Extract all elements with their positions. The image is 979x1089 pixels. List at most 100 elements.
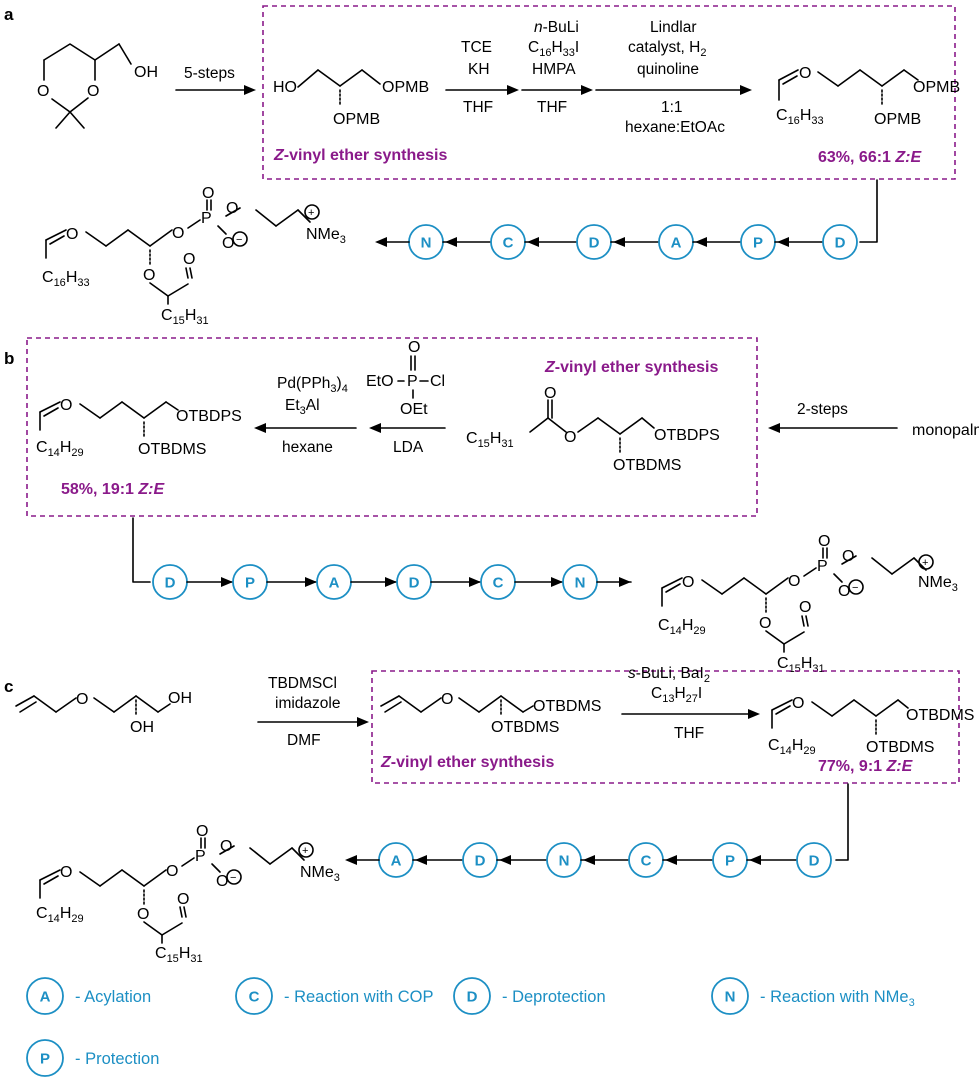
molecule-vinyl-ether-c: O OTBDMS OTBDMS C14H29 (768, 695, 974, 757)
molecule-product-b: O O O O P O O O − NMe3 + C14H29 C15H31 (658, 533, 958, 675)
atom-p: P (407, 373, 418, 390)
condition-catalyst-h2: catalyst, H2 (628, 39, 706, 59)
condition-hexane-etoac: hexane:EtOAc (625, 119, 725, 136)
arrow-head (749, 855, 761, 865)
minus-sign: − (230, 872, 236, 884)
step-node-letter: A (671, 235, 682, 252)
arrow-head (583, 855, 595, 865)
arrow-head (619, 577, 631, 587)
arrow-head (613, 237, 625, 247)
atom-o: O (37, 83, 49, 100)
arrow-head (375, 237, 387, 247)
atom-o: O (788, 573, 800, 590)
atom-o: O (544, 385, 556, 402)
legend-node-letter: D (467, 989, 478, 1006)
atom-otbdms: OTBDMS (533, 698, 601, 715)
reagent-chlorophosphate: O P EtO Cl OEt (366, 339, 445, 418)
step-node-letter: D (835, 235, 846, 252)
arrow-head (357, 717, 369, 727)
molecule-allyl-tbdms: O OTBDMS OTBDMS (380, 691, 601, 736)
atom-otbdms: OTBDMS (866, 739, 934, 756)
legend-node-p (26, 1039, 64, 1077)
atom-nme3: NMe3 (306, 226, 346, 246)
step-node-letter: C (503, 235, 514, 252)
atom-o: O (60, 397, 72, 414)
atom-o: O (799, 65, 811, 82)
atom-o: O (177, 891, 189, 908)
molecule-vinyl-ether-b: O OTBDPS OTBDMS C14H29 (36, 397, 242, 459)
arrow-head (254, 423, 266, 433)
legend-node-n (711, 977, 749, 1015)
arrow-head (385, 577, 397, 587)
arrow-head (777, 237, 789, 247)
atom-p: P (195, 848, 206, 865)
start-monopalmitin: monopalmitin (912, 422, 979, 439)
atom-o: O (441, 691, 453, 708)
step-node-letter: P (725, 853, 735, 870)
molecule-allyl-glycerol: O OH OH (15, 690, 192, 736)
legend-node-letter: A (40, 989, 51, 1006)
arrow-head (581, 85, 593, 95)
atom-oh: OH (168, 690, 192, 707)
legend-label: - Deprotection (502, 988, 606, 1006)
charge-minus (232, 231, 248, 247)
arrow-head (305, 577, 317, 587)
atom-o: O (60, 864, 72, 881)
step-node-letter: D (475, 853, 486, 870)
arrow-head (695, 237, 707, 247)
condition-tce: TCE (461, 39, 492, 56)
step-node-letter: N (559, 853, 570, 870)
atom-o: O (66, 226, 78, 243)
atom-nme3: NMe3 (918, 574, 958, 594)
atom-o: O (838, 583, 850, 600)
z-vinyl-ether-box-b (26, 337, 758, 517)
step-label-2-steps: 2-steps (797, 401, 848, 418)
chain-c14h29: C14H29 (768, 737, 816, 757)
condition-dmf: DMF (287, 732, 321, 749)
charge-minus (848, 579, 864, 595)
step-node-d (822, 224, 858, 260)
legend-node-d (453, 977, 491, 1015)
step-node-d (796, 842, 832, 878)
legend-node-c (235, 977, 273, 1015)
box-title-b: Z-vinyl ether synthesis (544, 359, 719, 376)
atom-ho: HO (273, 79, 297, 96)
atom-o: O (172, 225, 184, 242)
atom-otbdps: OTBDPS (176, 408, 242, 425)
yield-a: 63%, 66:1 Z:E (818, 149, 922, 166)
step-node-letter: C (641, 853, 652, 870)
legend-label: - Reaction with NMe3 (760, 988, 915, 1009)
atom-opmb: OPMB (874, 111, 921, 128)
condition-ratio: 1:1 (661, 99, 683, 116)
charge-plus (304, 204, 320, 220)
chain-c16h33: C16H33 (776, 107, 824, 127)
step-node-letter: N (421, 235, 432, 252)
panel-label-a: a (4, 5, 14, 24)
condition-thf: THF (463, 99, 493, 116)
arrow-head (665, 855, 677, 865)
step-node-letter: C (493, 575, 504, 592)
arrow-head (499, 855, 511, 865)
step-node-letter: D (165, 575, 176, 592)
legend-label: - Reaction with COP (284, 988, 433, 1006)
step-node-letter: A (391, 853, 402, 870)
atom-opmb: OPMB (382, 79, 429, 96)
panel-label-c: c (4, 677, 13, 696)
atom-otbdms: OTBDMS (138, 441, 206, 458)
atom-o: O (408, 339, 420, 356)
atom-otbdms: OTBDMS (906, 707, 974, 724)
arrow-head (527, 237, 539, 247)
condition-quinoline: quinoline (637, 61, 699, 78)
panel-label-b: b (4, 349, 14, 368)
minus-sign: − (236, 234, 242, 246)
condition-et3al: Et3Al (285, 397, 320, 417)
condition-lda: LDA (393, 439, 424, 456)
atom-o: O (799, 599, 811, 616)
chain-c14h29: C14H29 (36, 905, 84, 925)
chain-c16h33: C16H33 (42, 269, 90, 289)
legend-label: - Protection (75, 1050, 159, 1068)
